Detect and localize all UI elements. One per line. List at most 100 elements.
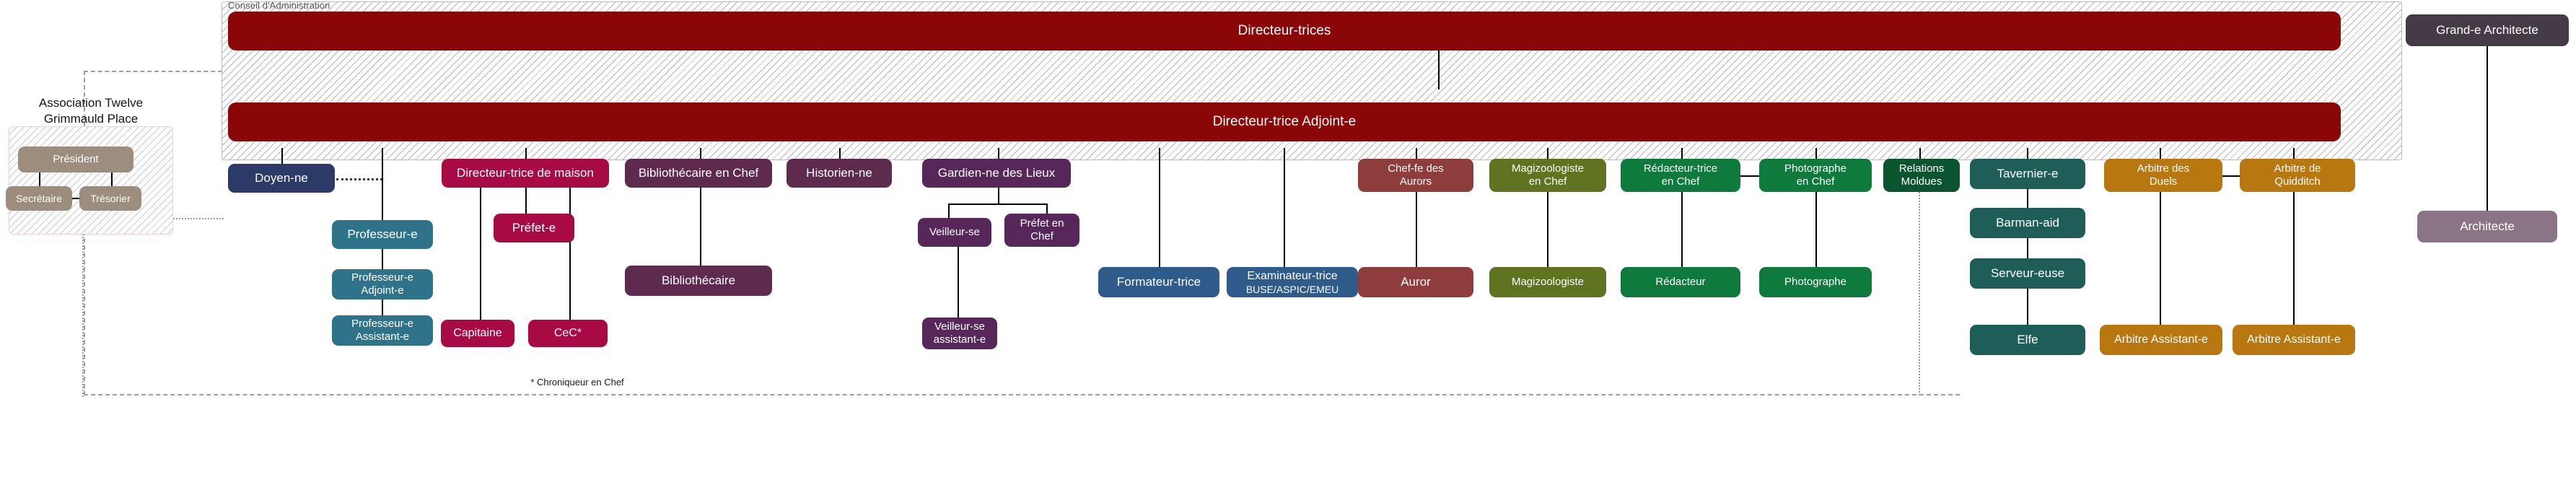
node-label-line1: Professeur-e	[351, 271, 413, 284]
node-formateur-trice[interactable]: Formateur-trice	[1098, 267, 1219, 297]
node-label-line2: Quidditch	[2274, 175, 2321, 188]
node-secretaire[interactable]: Secrétaire	[6, 186, 72, 211]
connector-duels-to-assistant	[2160, 192, 2161, 325]
node-label: Capitaine	[453, 327, 502, 339]
node-professeur-e-assistant-e[interactable]: Professeur-e Assistant-e	[332, 315, 433, 346]
connector-to-gardien-ne	[998, 148, 999, 164]
node-label-line2: Aurors	[1399, 175, 1432, 188]
node-arbitre-de-quidditch[interactable]: Arbitre de Quidditch	[2240, 159, 2355, 192]
association-title-line1: Association Twelve	[38, 96, 144, 110]
connector-magizoochef-to-magizoologiste	[1547, 192, 1548, 267]
node-label: Serveur-euse	[1990, 266, 2065, 280]
connector-to-photographe-en-chef	[1815, 148, 1817, 164]
footnote-chroniqueur: * Chroniqueur en Chef	[530, 377, 624, 388]
node-cec[interactable]: CeC*	[528, 320, 608, 347]
connector-moldues-dotted-stub	[1919, 192, 1920, 395]
connector-quidditch-to-assistant	[2293, 192, 2295, 325]
node-photographe-en-chef[interactable]: Photographe en Chef	[1759, 159, 1872, 192]
node-arbitre-assistant-e-duels[interactable]: Arbitre Assistant-e	[2100, 325, 2222, 355]
connector-maison-to-capitaine	[480, 188, 481, 325]
node-label: Gardien-ne des Lieux	[937, 166, 1056, 180]
connector-doyen-to-professeur	[336, 178, 382, 180]
node-veilleur-se-assistant-e[interactable]: Veilleur-se assistant-e	[922, 318, 997, 349]
node-capitaine[interactable]: Capitaine	[441, 320, 514, 347]
node-label-line2: Duels	[2149, 175, 2178, 188]
node-label-line1: Veilleur-se	[934, 320, 986, 333]
node-label: Veilleur-se	[929, 226, 981, 238]
association-stub-line	[82, 234, 85, 397]
connector-gardien-to-veilleur	[948, 204, 950, 218]
node-label: Architecte	[2460, 219, 2515, 233]
connector-secretaire-tresorier	[72, 198, 79, 199]
node-redacteur-trice-en-chef[interactable]: Rédacteur-trice en Chef	[1621, 159, 1740, 192]
connector-grand-architecte-to-architecte	[2487, 46, 2488, 211]
node-directeur-trice-de-maison[interactable]: Directeur-trice de maison	[442, 159, 609, 188]
node-directeur-trices[interactable]: Directeur-trices	[228, 12, 2341, 51]
node-prefet-e[interactable]: Préfet-e	[494, 214, 574, 242]
node-bibliothecaire-en-chef[interactable]: Bibliothécaire en Chef	[625, 159, 772, 188]
node-veilleur-se[interactable]: Veilleur-se	[918, 218, 991, 247]
node-gardien-ne-des-lieux[interactable]: Gardien-ne des Lieux	[922, 159, 1071, 188]
node-magizoologiste-en-chef[interactable]: Magizoologiste en Chef	[1489, 159, 1606, 192]
node-prefet-en-chef[interactable]: Préfet en Chef	[1004, 214, 1079, 247]
node-auror[interactable]: Auror	[1358, 267, 1473, 297]
node-label: Rédacteur	[1655, 276, 1706, 288]
connector-president-tresorier	[111, 172, 113, 186]
connector-redchef-to-redacteur	[1681, 192, 1683, 267]
node-label: Photographe	[1784, 276, 1846, 288]
node-label-line2: assistant-e	[933, 333, 986, 346]
connector-to-bibliothecaire-en-chef	[700, 148, 701, 164]
node-label-line1: Rédacteur-trice	[1643, 162, 1718, 175]
node-label-line2: en Chef	[1528, 175, 1567, 188]
node-label: Barman-aid	[1996, 216, 2059, 229]
node-professeur-e-adjoint-e[interactable]: Professeur-e Adjoint-e	[332, 269, 433, 299]
node-elfe[interactable]: Elfe	[1970, 325, 2085, 355]
node-label: Directeur-trice Adjoint-e	[1212, 114, 1357, 129]
connector-to-professeur-e	[382, 148, 383, 220]
connector-veilleur-to-assistant	[958, 247, 959, 322]
node-president[interactable]: Président	[18, 146, 133, 172]
node-chef-fe-des-aurors[interactable]: Chef-fe des Aurors	[1358, 159, 1473, 192]
node-grand-e-architecte[interactable]: Grand-e Architecte	[2406, 14, 2569, 46]
node-historien-ne[interactable]: Historien-ne	[787, 159, 892, 188]
node-magizoologiste[interactable]: Magizoologiste	[1489, 267, 1606, 297]
node-label: Doyen-ne	[255, 171, 308, 185]
node-architecte[interactable]: Architecte	[2417, 211, 2557, 242]
node-tresorier[interactable]: Trésorier	[79, 186, 141, 211]
node-tavernier-e[interactable]: Tavernier-e	[1970, 159, 2085, 189]
connector-tavernier-to-barman	[2027, 189, 2028, 208]
node-label: Président	[53, 153, 99, 165]
node-relations-moldues[interactable]: Relations Moldues	[1883, 159, 1960, 192]
connector-adjoint-to-assistant	[382, 299, 383, 315]
node-barman-aid[interactable]: Barman-aid	[1970, 208, 2085, 238]
node-label: Bibliothécaire	[661, 274, 736, 287]
connector-barman-to-serveur	[2027, 238, 2028, 258]
node-label: Tavernier-e	[1997, 167, 2059, 180]
node-arbitre-assistant-e-quidditch[interactable]: Arbitre Assistant-e	[2233, 325, 2355, 355]
connector-to-chef-aurors	[1416, 148, 1417, 164]
node-label: Formateur-trice	[1116, 275, 1201, 289]
node-label-line1: Relations	[1898, 162, 1945, 175]
connector-chefaurors-to-auror	[1416, 192, 1417, 267]
node-redacteur[interactable]: Rédacteur	[1621, 267, 1740, 297]
node-directeur-trice-adjoint[interactable]: Directeur-trice Adjoint-e	[228, 102, 2341, 141]
node-label: Préfet-e	[512, 221, 556, 235]
node-label-line1: Arbitre des	[2137, 162, 2190, 175]
node-examinateur-trice[interactable]: Examinateur-trice BUSE/ASPIC/EMEU	[1227, 267, 1358, 297]
node-doyen-ne[interactable]: Doyen-ne	[228, 164, 335, 193]
node-label: CeC*	[553, 327, 582, 339]
node-label-line1: Photographe	[1784, 162, 1846, 175]
node-sublabel: BUSE/ASPIC/EMEU	[1245, 284, 1339, 295]
node-serveur-euse[interactable]: Serveur-euse	[1970, 258, 2085, 289]
node-arbitre-des-duels[interactable]: Arbitre des Duels	[2104, 159, 2222, 192]
node-bibliothecaire[interactable]: Bibliothécaire	[625, 266, 772, 296]
node-label-line2: Chef	[1030, 230, 1053, 242]
connector-bibchef-to-bibliothecaire	[700, 188, 701, 266]
node-label-line2: en Chef	[1661, 175, 1700, 188]
connector-gardien-stem	[998, 188, 999, 204]
node-label: Secrétaire	[16, 193, 62, 204]
connector-to-arbitre-de-quidditch	[2293, 148, 2295, 164]
node-photographe[interactable]: Photographe	[1759, 267, 1872, 297]
node-professeur-e[interactable]: Professeur-e	[332, 220, 433, 249]
conseil-administration-label: Conseil d'Administration	[228, 0, 330, 11]
